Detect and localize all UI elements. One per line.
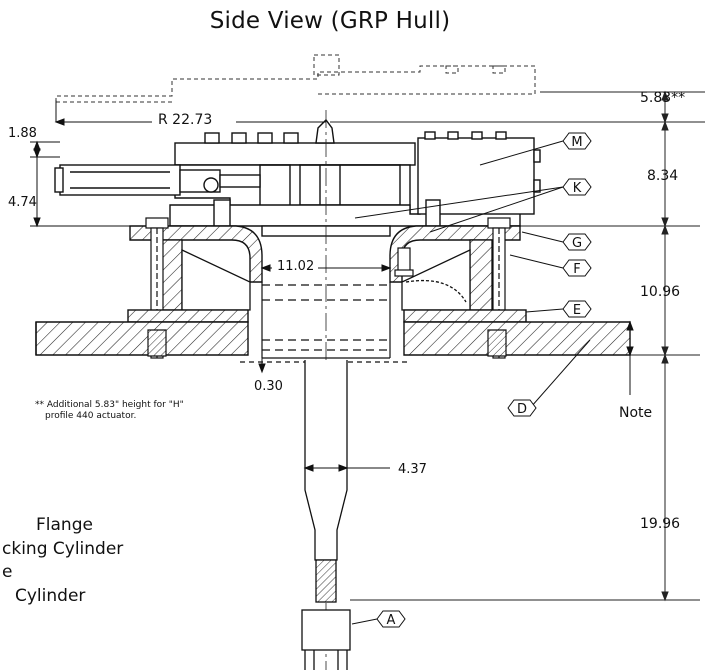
note-label: Note bbox=[619, 405, 652, 421]
seal-rings bbox=[147, 329, 507, 357]
callout-m: M bbox=[562, 132, 592, 150]
svg-text:M: M bbox=[571, 135, 582, 150]
dim-5-83: 5.83** bbox=[640, 90, 685, 106]
svg-text:A: A bbox=[387, 613, 396, 628]
drawing-title: Side View (GRP Hull) bbox=[209, 8, 451, 34]
dim-8-34: 8.34 bbox=[647, 168, 678, 184]
callout-d: D bbox=[507, 399, 537, 417]
dim-0-30: 0.30 bbox=[254, 379, 283, 394]
svg-text:K: K bbox=[573, 181, 582, 196]
dim-11-02: 11.02 bbox=[277, 259, 314, 274]
dim-4-37: 4.37 bbox=[398, 462, 427, 477]
legend-line-4: Cylinder bbox=[15, 586, 85, 606]
side-walls bbox=[159, 239, 493, 311]
hull-slab bbox=[35, 321, 631, 356]
svg-text:E: E bbox=[573, 303, 581, 318]
callout-k: K bbox=[562, 178, 592, 196]
callout-f: F bbox=[562, 259, 592, 277]
actuator-body bbox=[54, 118, 541, 227]
callout-a: A bbox=[376, 610, 406, 628]
dim-19-96: 19.96 bbox=[640, 516, 680, 532]
center-cylinder bbox=[240, 282, 410, 363]
svg-text:D: D bbox=[517, 402, 527, 417]
dim-radius: R 22.73 bbox=[158, 112, 212, 128]
footnote-line-1: ** Additional 5.83" height for "H" bbox=[35, 400, 184, 410]
legend-line-3: e bbox=[2, 562, 12, 582]
dim-10-96: 10.96 bbox=[640, 284, 680, 300]
top-reference-lines bbox=[330, 91, 705, 601]
hull-flange bbox=[127, 309, 527, 323]
right-dimension-line bbox=[661, 90, 669, 602]
svg-text:F: F bbox=[573, 262, 580, 277]
svg-text:G: G bbox=[572, 236, 582, 251]
dim-1-88: 1.88 bbox=[8, 126, 37, 141]
legend-line-1: Flange bbox=[36, 515, 93, 535]
legend-line-2: cking Cylinder bbox=[2, 539, 123, 559]
callout-leaders bbox=[351, 140, 591, 625]
shaft bbox=[301, 360, 351, 670]
callout-g: G bbox=[562, 233, 592, 251]
footnote-line-2: profile 440 actuator. bbox=[45, 411, 136, 421]
dim-4-74: 4.74 bbox=[8, 195, 37, 210]
h-profile-outline bbox=[55, 54, 536, 103]
callout-e: E bbox=[562, 300, 592, 318]
